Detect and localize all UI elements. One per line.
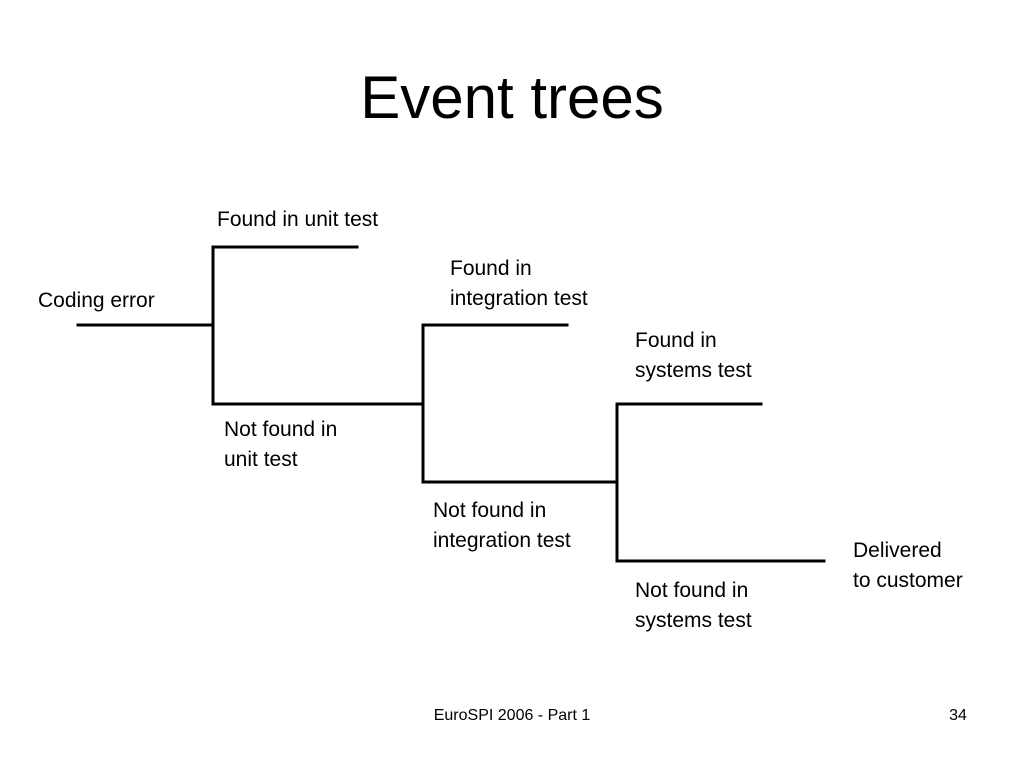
found-systems-test-label: Found in systems test <box>635 329 752 382</box>
found-integration-test-label: Found in integration test <box>450 257 588 310</box>
footer-presentation-name: EuroSPI 2006 - Part 1 <box>433 707 591 724</box>
not-found-systems-test-label: Not found in systems test <box>635 579 752 632</box>
not-found-integration-test-label: Not found in integration test <box>433 499 571 552</box>
not-found-unit-test-label: Not found in unit test <box>224 418 338 471</box>
root-event-label: Coding error <box>38 289 155 312</box>
found-unit-test-label: Found in unit test <box>217 208 379 231</box>
slide-title: Event trees <box>360 64 664 131</box>
footer-page-number: 34 <box>949 707 967 724</box>
outcome-delivered-label: Delivered to customer <box>853 539 963 592</box>
